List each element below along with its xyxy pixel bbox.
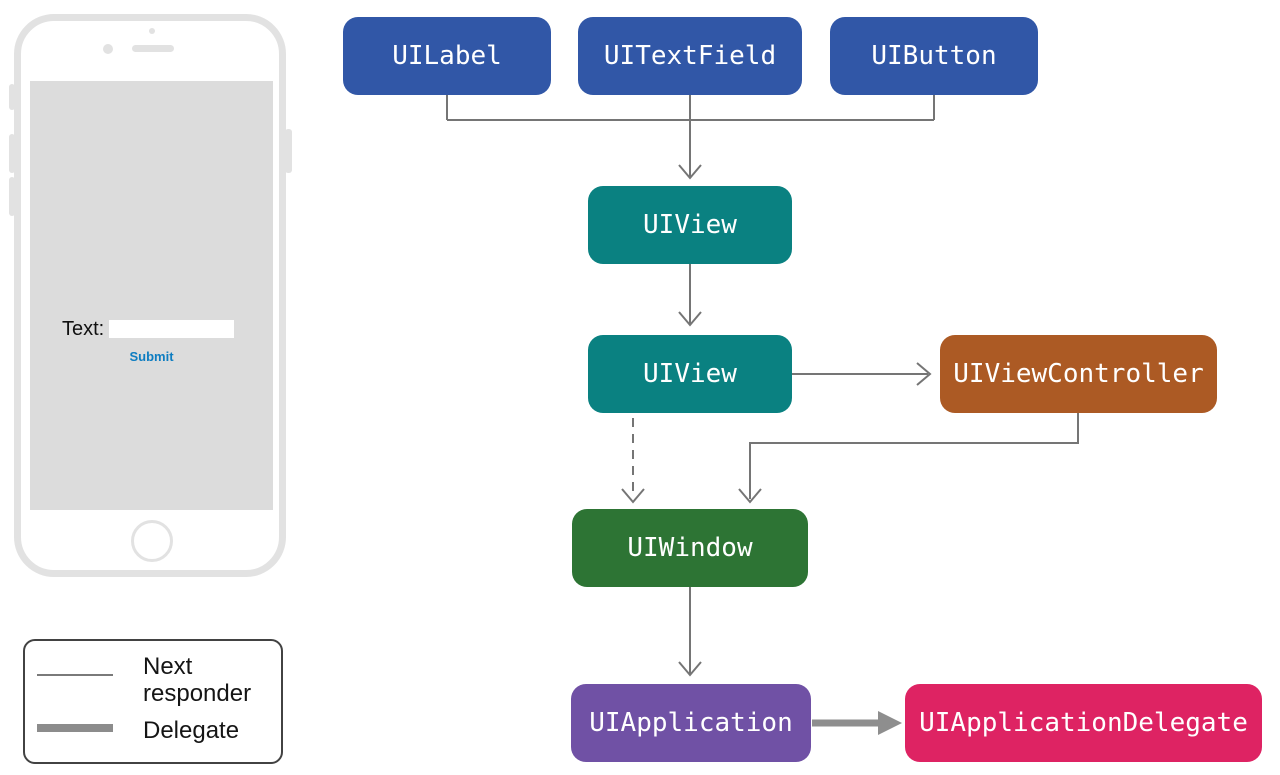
phone-screen: Text: Submit bbox=[30, 81, 273, 510]
node-uiapplication: UIApplication bbox=[571, 684, 811, 762]
legend-delegate-label: Delegate bbox=[143, 717, 240, 744]
phone-sensor-dot-icon bbox=[149, 28, 155, 34]
node-uilabel: UILabel bbox=[343, 17, 551, 95]
phone-speaker-icon bbox=[132, 45, 174, 52]
text-field-label: Text: bbox=[62, 318, 105, 340]
text-input[interactable] bbox=[109, 320, 234, 338]
legend: Next responder Delegate bbox=[23, 639, 283, 764]
legend-next-responder-label: Next responder bbox=[143, 653, 252, 707]
phone-side-button-left-1 bbox=[9, 84, 15, 110]
node-uiview-root: UIView bbox=[588, 335, 792, 413]
node-uiapplicationdelegate: UIApplicationDelegate bbox=[905, 684, 1262, 762]
edge-uiview-to-uiview bbox=[678, 264, 702, 327]
legend-delegate-line-icon bbox=[37, 724, 113, 732]
edge-uiviewcontroller-to-uiwindow bbox=[738, 413, 1079, 504]
phone-side-button-left-2 bbox=[9, 134, 15, 173]
edge-uiview-to-uiviewcontroller bbox=[792, 362, 932, 386]
edge-controls-to-uiview bbox=[678, 95, 702, 180]
phone-camera-icon bbox=[103, 44, 113, 54]
node-uibutton: UIButton bbox=[830, 17, 1038, 95]
edge-uiwindow-to-uiapplication bbox=[678, 587, 702, 677]
legend-next-responder-line-icon bbox=[37, 674, 113, 676]
node-uiviewcontroller: UIViewController bbox=[940, 335, 1217, 413]
edge-uiview-to-uiwindow-dashed bbox=[621, 418, 645, 504]
phone-side-button-left-3 bbox=[9, 177, 15, 216]
phone-home-button bbox=[131, 520, 173, 562]
node-uiwindow: UIWindow bbox=[572, 509, 808, 587]
submit-button[interactable]: Submit bbox=[129, 349, 174, 364]
node-uitextfield: UITextField bbox=[578, 17, 802, 95]
phone-side-button-right bbox=[285, 129, 292, 173]
edge-delegate-arrow bbox=[812, 711, 902, 735]
node-uiview-top: UIView bbox=[588, 186, 792, 264]
